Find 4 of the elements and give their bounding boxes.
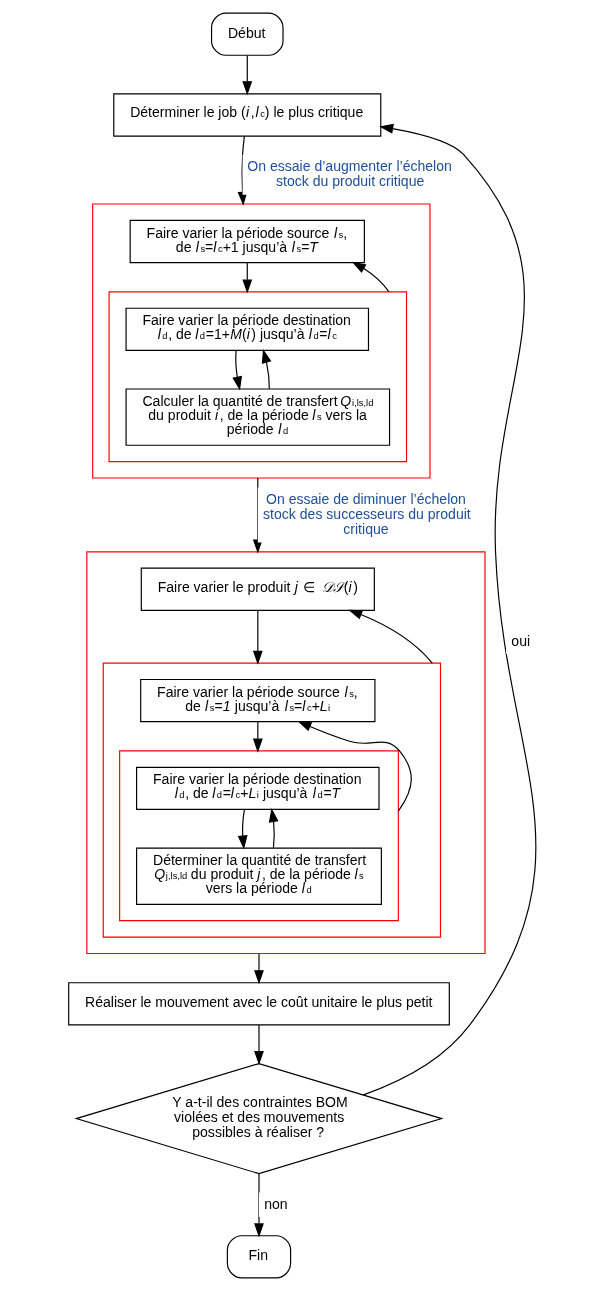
edge-label: non xyxy=(263,1195,288,1212)
edge-label: On essaie de diminuer l’échelon stock des successeurs du produit critique xyxy=(262,490,471,538)
edge-label: On essaie d’augmenter l’échelon stock du produit critique xyxy=(246,157,452,189)
edge-label: oui xyxy=(510,632,530,649)
